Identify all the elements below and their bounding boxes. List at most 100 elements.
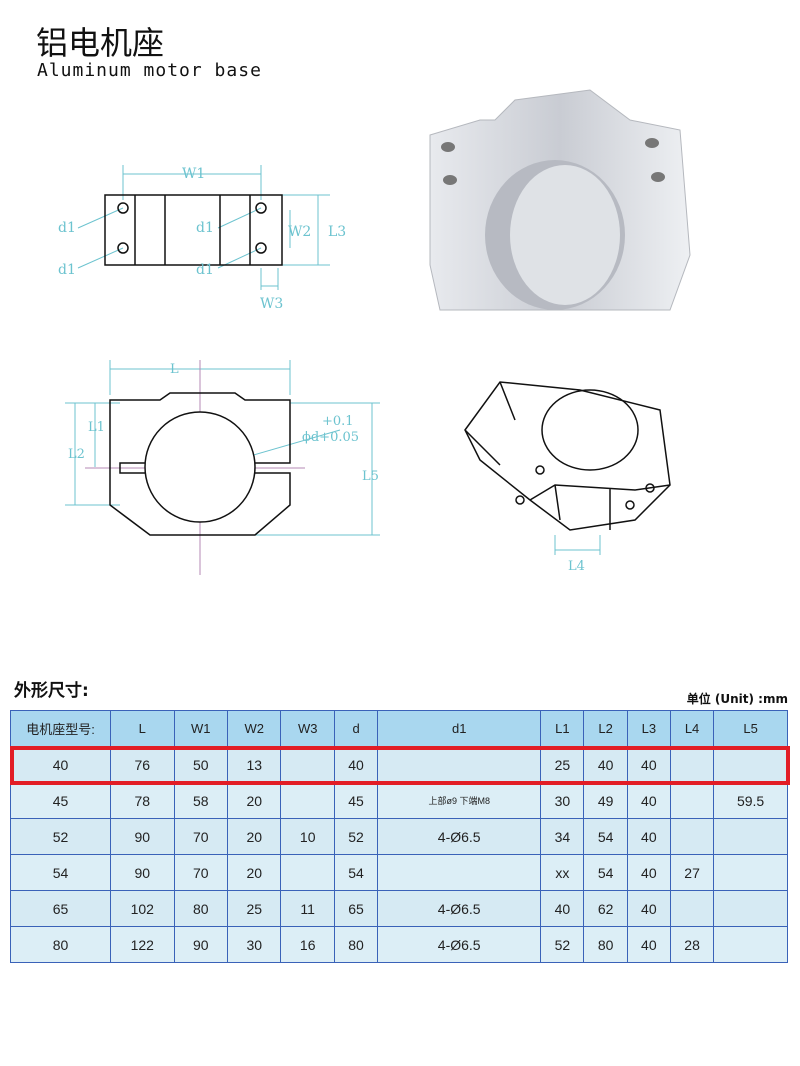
label-tolerance-lower: ϕd+0.05	[302, 430, 359, 445]
table-cell: 122	[110, 926, 175, 963]
table-cell: 76	[110, 746, 175, 783]
table-cell: 54	[333, 854, 379, 891]
column-header: L3	[626, 710, 671, 747]
label-l2: L2	[68, 447, 85, 462]
table-cell	[669, 782, 715, 819]
table-cell: 52	[540, 926, 585, 963]
table-cell: 4-Ø6.5	[377, 926, 542, 963]
table-cell: 54	[10, 854, 111, 891]
table-cell: 30	[226, 926, 282, 963]
label-l3: L3	[328, 224, 346, 240]
table-cell: 40	[10, 746, 111, 783]
table-cell: 40	[626, 854, 671, 891]
label-w1: W1	[182, 166, 205, 182]
table-cell: 16	[280, 926, 335, 963]
table-cell: 80	[333, 926, 379, 963]
table-cell: xx	[540, 854, 585, 891]
page-title: 铝电机座	[36, 24, 165, 62]
column-header: d	[333, 710, 379, 747]
table-cell	[713, 926, 788, 963]
isometric-diagram: L4	[464, 381, 671, 574]
table-cell	[377, 854, 542, 891]
column-header: W2	[226, 710, 282, 747]
table-cell: 40	[583, 746, 628, 783]
table-cell	[280, 746, 335, 783]
column-header: L1	[540, 710, 585, 747]
table-cell: 11	[280, 890, 335, 927]
table-cell: 4-Ø6.5	[377, 818, 542, 855]
table-cell: 45	[10, 782, 111, 819]
table-cell	[669, 890, 715, 927]
table-cell: 40	[626, 890, 671, 927]
column-header: 电机座型号:	[10, 710, 111, 747]
table-cell: 54	[583, 854, 628, 891]
table-cell: 34	[540, 818, 585, 855]
front-view-diagram: L L1 L2 L5 +0.1 ϕd+0.05	[65, 360, 380, 575]
table-cell: 90	[173, 926, 229, 963]
table-cell: 40	[626, 818, 671, 855]
label-w3: W3	[260, 296, 283, 310]
table-cell	[713, 890, 788, 927]
table-cell: 80	[173, 890, 229, 927]
label-l5: L5	[362, 469, 379, 484]
table-cell: 65	[333, 890, 379, 927]
table-cell	[669, 746, 715, 783]
section-title: 外形尺寸:	[14, 681, 89, 701]
table-cell: 10	[280, 818, 335, 855]
label-d1: d1	[58, 220, 76, 236]
table-cell: 52	[10, 818, 111, 855]
table-cell: 40	[540, 890, 585, 927]
table-cell: 54	[583, 818, 628, 855]
table-cell: 70	[173, 854, 229, 891]
table-cell: 70	[173, 818, 229, 855]
label-l1: L1	[88, 420, 105, 435]
table-cell: 30	[540, 782, 585, 819]
table-cell	[377, 746, 542, 783]
table-cell: 49	[583, 782, 628, 819]
table-cell: 40	[626, 926, 671, 963]
column-header: W3	[280, 710, 335, 747]
table-cell	[713, 854, 788, 891]
table-cell: 78	[110, 782, 175, 819]
label-l4: L4	[568, 559, 585, 574]
table-cell: 20	[226, 782, 282, 819]
column-header: W1	[173, 710, 229, 747]
column-header: d1	[377, 710, 542, 747]
table-cell: 20	[226, 818, 282, 855]
column-header: L5	[713, 710, 788, 747]
label-d1: d1	[196, 220, 214, 236]
table-cell	[280, 782, 335, 819]
table-cell: 58	[173, 782, 229, 819]
table-cell: 59.5	[713, 782, 788, 819]
table-cell: 65	[10, 890, 111, 927]
column-header: L2	[583, 710, 628, 747]
column-header: L4	[669, 710, 715, 747]
table-cell: 50	[173, 746, 229, 783]
label-d1: d1	[58, 262, 76, 278]
table-cell: 62	[583, 890, 628, 927]
page-subtitle: Aluminum motor base	[37, 60, 262, 81]
product-photo	[429, 89, 691, 311]
table-cell: 40	[626, 782, 671, 819]
table-cell: 40	[333, 746, 379, 783]
table-cell: 90	[110, 818, 175, 855]
label-d1: d1	[196, 262, 214, 278]
top-view-diagram: W1 W2 L3 W3 d1 d1 d1 d1	[58, 165, 346, 310]
table-cell: 28	[669, 926, 715, 963]
table-cell: 52	[333, 818, 379, 855]
label-tolerance-upper: +0.1	[322, 414, 354, 429]
label-w2: W2	[288, 224, 311, 240]
table-cell: 上部ø9 下端M8	[377, 782, 542, 819]
table-cell: 4-Ø6.5	[377, 890, 542, 927]
unit-label: 单位 (Unit) :mm	[686, 692, 788, 706]
table-cell: 25	[226, 890, 282, 927]
table-cell	[713, 746, 788, 783]
table-cell: 90	[110, 854, 175, 891]
